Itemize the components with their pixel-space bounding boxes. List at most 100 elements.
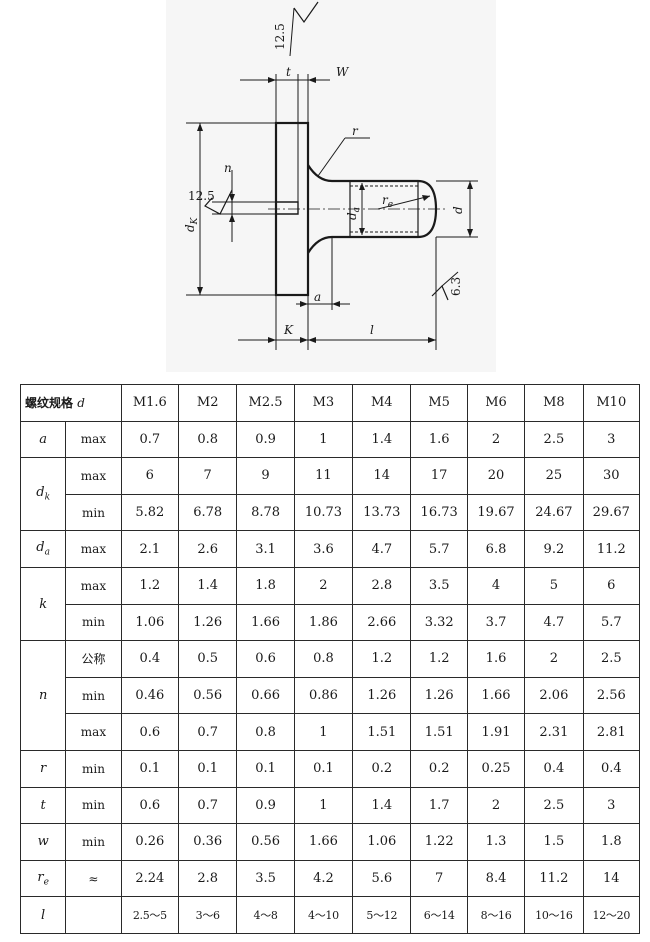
value-cell: 20 (466, 457, 526, 495)
value-cell: 1.66 (293, 823, 354, 861)
value-cell: 0.4 (582, 749, 641, 788)
value-cell: 1.2 (410, 640, 468, 678)
value-cell: 0.2 (352, 749, 412, 788)
param-subscript: e (43, 877, 49, 888)
value-cell: 7 (177, 457, 238, 495)
value-cell: 4～10 (293, 896, 354, 934)
value-cell: 2.5 (524, 420, 584, 459)
value-cell: 10.73 (293, 493, 354, 532)
value-cell: 1.7 (410, 786, 468, 825)
kind-cell: max (65, 713, 122, 751)
roughness-symbol-top (293, 1, 319, 24)
value-cell: 0.7 (177, 786, 238, 825)
value-cell: 5.6 (352, 859, 412, 898)
value-cell: 3.5 (410, 566, 468, 605)
param-cell: a (19, 420, 67, 459)
value-cell: 2.8 (177, 859, 238, 898)
value-cell: 29.67 (582, 493, 641, 532)
value-cell: 1.2 (352, 640, 412, 678)
value-cell: 13.73 (352, 493, 412, 532)
kind-cell: min (65, 749, 122, 788)
value-cell: 0.5 (177, 640, 238, 678)
param-cell: l (19, 896, 67, 934)
param-cell: re (19, 859, 67, 898)
kind-cell: ≈ (65, 859, 122, 898)
value-cell: 1.51 (410, 713, 468, 751)
roughness-top-value: 12.5 (273, 23, 287, 50)
value-cell: 0.36 (177, 823, 238, 861)
param-symbol: n (38, 688, 48, 704)
value-cell: 2 (466, 786, 526, 825)
value-cell: 0.26 (120, 823, 180, 861)
param-cell: r (19, 749, 67, 788)
param-symbol: t (40, 797, 46, 813)
param-symbol: r (40, 761, 47, 777)
value-cell: 4.7 (524, 603, 584, 642)
value-cell: 9 (236, 457, 295, 495)
value-cell: 0.1 (293, 749, 354, 788)
param-symbol: k (39, 596, 48, 612)
value-cell: 2.6 (177, 530, 238, 568)
value-cell: 11.2 (524, 859, 584, 898)
size-header: M2.5 (236, 384, 295, 422)
value-cell: 4 (466, 566, 526, 605)
value-cell: 0.1 (120, 749, 180, 788)
value-cell: 5.7 (410, 530, 468, 568)
value-cell: 1.66 (466, 676, 526, 715)
value-cell: 1.8 (582, 823, 641, 861)
kind-cell: min (65, 676, 122, 715)
param-cell: k (19, 566, 67, 642)
size-header: M6 (466, 384, 526, 422)
value-cell: 5.82 (120, 493, 180, 532)
value-cell: 2.31 (524, 713, 584, 751)
label-r: r (352, 124, 359, 138)
value-cell: 1.4 (352, 420, 412, 459)
value-cell: 2.5 (524, 786, 584, 825)
value-cell: 3 (582, 786, 641, 825)
value-cell: 3 (582, 420, 641, 459)
value-cell: 16.73 (410, 493, 468, 532)
label-t: t (286, 65, 291, 79)
value-cell: 8.4 (466, 859, 526, 898)
value-cell: 2.5～5 (120, 896, 180, 934)
value-cell: 0.66 (236, 676, 295, 715)
value-cell: 1.22 (410, 823, 468, 861)
value-cell: 4.2 (293, 859, 354, 898)
value-cell: 30 (582, 457, 641, 495)
re-dimension (377, 195, 431, 210)
kind-cell: min (65, 603, 122, 642)
value-cell: 0.8 (177, 420, 238, 459)
value-cell: 1.26 (352, 676, 412, 715)
value-cell: 14 (582, 859, 641, 898)
value-cell: 0.9 (236, 420, 295, 459)
value-cell: 1.2 (120, 566, 180, 605)
value-cell: 2.5 (582, 640, 641, 678)
size-header: M10 (582, 384, 641, 422)
screw-drawing: 12.5 12.5 6.3 t W r n dK da re d a K l (166, 0, 496, 372)
label-K: K (283, 323, 294, 337)
kind-cell: min (65, 823, 122, 861)
size-header: M8 (524, 384, 584, 422)
roughness-right-value: 6.3 (449, 277, 463, 296)
value-cell: 2 (466, 420, 526, 459)
kind-cell: max (65, 566, 122, 605)
value-cell: 1 (293, 713, 354, 751)
roughness-symbol-left (204, 189, 233, 215)
value-cell: 0.8 (293, 640, 354, 678)
value-cell: 3.5 (236, 859, 295, 898)
roughness-left-value: 12.5 (188, 189, 215, 203)
label-a: a (314, 290, 321, 304)
value-cell: 8.78 (236, 493, 295, 532)
value-cell: 1.4 (352, 786, 412, 825)
value-cell: 0.7 (120, 420, 180, 459)
value-cell: 2.24 (120, 859, 180, 898)
value-cell: 1.6 (410, 420, 468, 459)
value-cell: 0.86 (293, 676, 354, 715)
value-cell: 12～20 (582, 896, 641, 934)
